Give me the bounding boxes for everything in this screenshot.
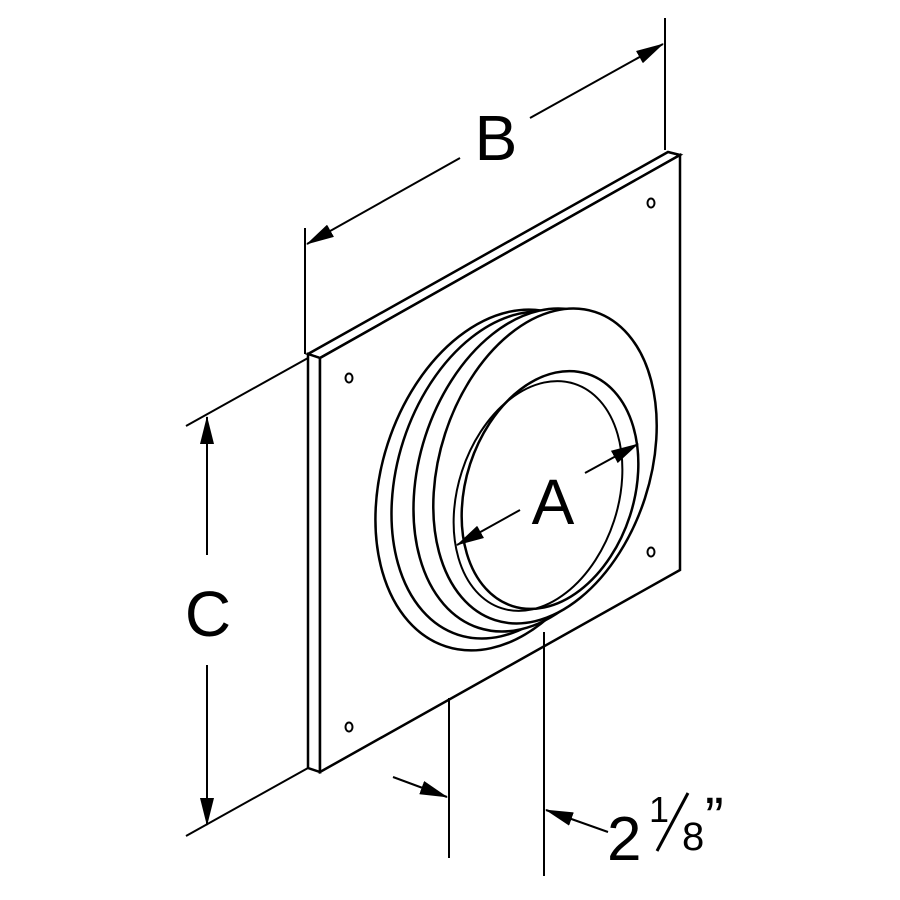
dimension-depth: 2 1 8 ”	[392, 632, 724, 876]
label-b: B	[475, 102, 518, 174]
fraction-slash	[655, 792, 690, 852]
screw-holes	[344, 197, 656, 733]
label-depth-numerator: 1	[649, 789, 669, 830]
label-depth-unit: ”	[705, 785, 724, 848]
label-a: A	[532, 466, 575, 538]
label-depth-denominator: 8	[682, 815, 704, 859]
label-depth-whole: 2	[607, 805, 641, 874]
dimension-b: B	[304, 18, 666, 354]
label-c: C	[185, 578, 231, 650]
dimension-c: C	[185, 357, 309, 837]
collar	[374, 307, 658, 652]
dimension-a: A	[456, 443, 639, 546]
